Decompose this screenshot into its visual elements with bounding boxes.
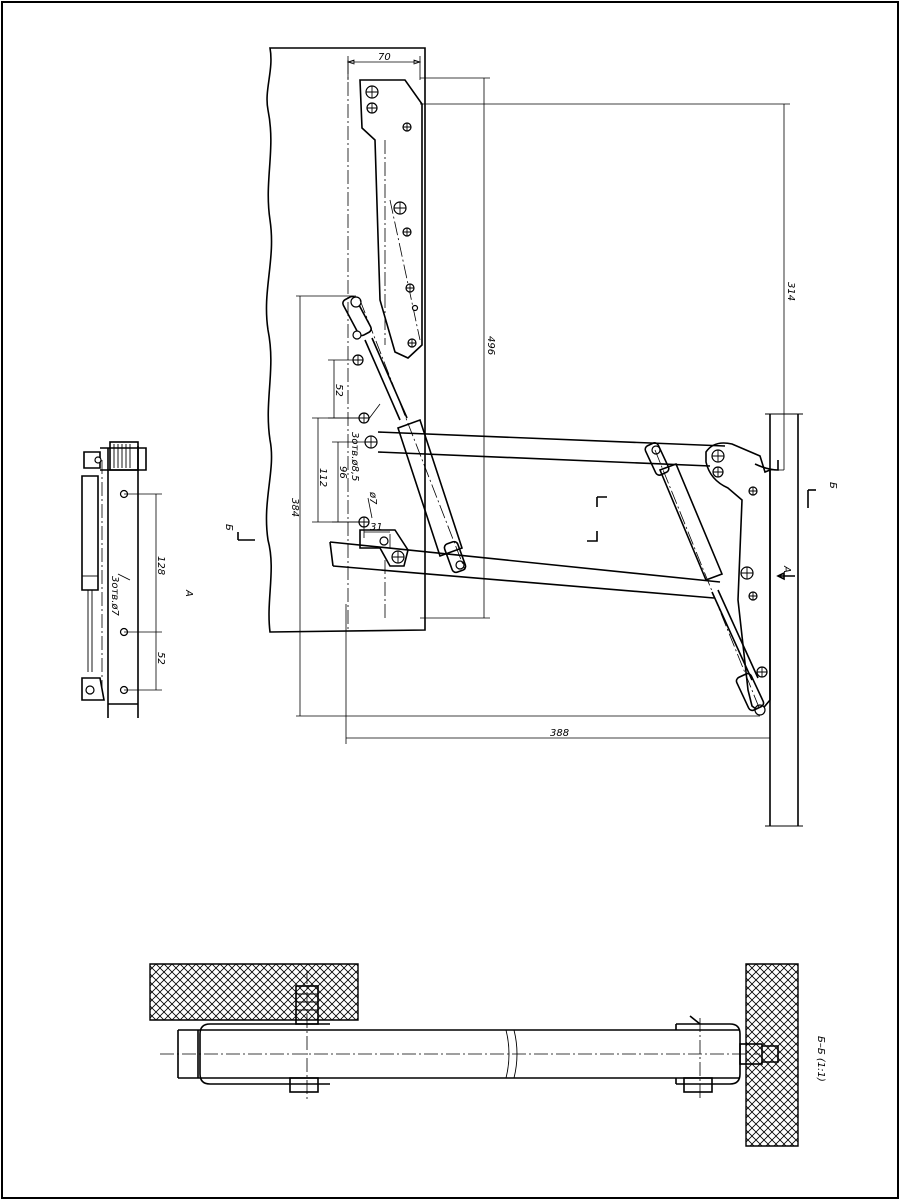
dim-31-text: 31 xyxy=(370,522,383,533)
section-title: Б–Б (1:1) xyxy=(815,1036,826,1082)
dim-128-text: 128 xyxy=(155,556,166,575)
dim-52-main-text: 52 xyxy=(333,384,344,397)
dim-52-main: 52 xyxy=(328,359,360,419)
dim-70-text: 70 xyxy=(378,52,391,63)
svg-text:А: А xyxy=(781,565,792,573)
cabinet-side-panel xyxy=(265,47,426,633)
dim-496: 496 xyxy=(420,77,496,619)
dim-496-text: 496 xyxy=(485,336,496,355)
dim-d7-text: ø7 xyxy=(367,491,378,505)
view-a: 128 52 3отв.ø7 А xyxy=(81,441,194,718)
note-holes-view: 3отв.ø7 xyxy=(109,576,120,616)
gas-spring-upper xyxy=(342,295,467,574)
dim-388-text: 388 xyxy=(550,728,569,739)
view-a-title: А xyxy=(183,589,194,597)
svg-text:Б: Б xyxy=(223,524,234,531)
dim-384-text: 384 xyxy=(289,498,300,517)
dim-314: 314 xyxy=(420,103,796,471)
lower-mounting-plate xyxy=(359,529,409,567)
dim-112-text: 112 xyxy=(317,468,328,487)
dim-52-view-text: 52 xyxy=(155,652,166,665)
section-b-b: Б–Б (1:1) xyxy=(149,963,826,1147)
view-arrow-a: А xyxy=(776,565,795,581)
note-holes-main: 3отв.ø8,5 xyxy=(349,432,360,481)
section-mark-right: Б xyxy=(807,482,838,508)
main-view: 70 496 314 384 388 xyxy=(223,47,838,827)
dim-388: 388 xyxy=(345,604,770,744)
dim-314-text: 314 xyxy=(785,282,796,301)
lever-arms xyxy=(329,431,726,599)
dim-96-text: 96 xyxy=(337,466,348,479)
dim-96: 96 xyxy=(332,441,366,523)
door-panel xyxy=(765,413,803,827)
section-mark-left: Б xyxy=(223,524,255,541)
dim-31: 31 xyxy=(363,522,391,548)
dim-384: 384 xyxy=(289,295,760,717)
upper-mounting-plate xyxy=(359,79,423,359)
gas-spring-lower xyxy=(644,442,765,712)
dim-70: 70 xyxy=(346,52,422,80)
svg-text:Б: Б xyxy=(827,482,838,489)
